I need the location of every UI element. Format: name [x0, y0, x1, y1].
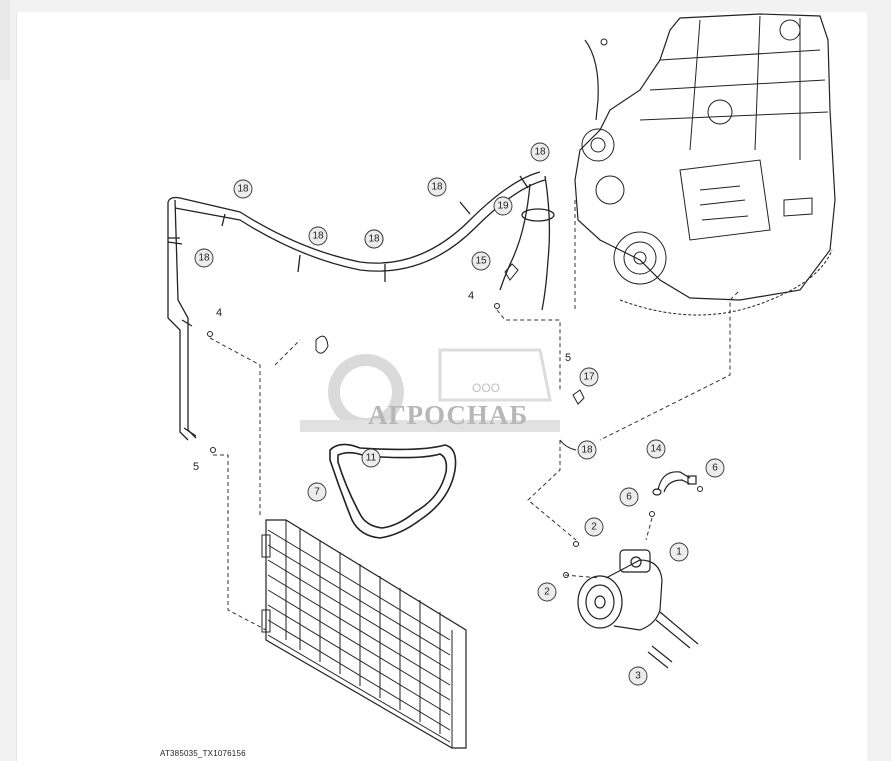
callout-7: 7	[307, 482, 327, 502]
condenser	[261, 519, 467, 749]
hose-assembly	[167, 171, 555, 441]
callout-number: 18	[431, 182, 443, 193]
callout-18: 18	[308, 226, 328, 246]
callout-15: 15	[471, 251, 491, 271]
engine-drawing	[574, 13, 836, 316]
callout-3: 3	[628, 666, 648, 686]
callout-number: 11	[366, 453, 377, 464]
callout-18: 18	[233, 179, 253, 199]
watermark-brand-text: АГРОСНАБ	[368, 400, 528, 430]
callout-14: 14	[646, 439, 666, 459]
plain-label-5: 5	[193, 461, 199, 473]
callout-number: 15	[475, 256, 487, 267]
plain-label-4: 4	[468, 290, 474, 302]
callout-number: 18	[368, 234, 380, 245]
callout-number: 17	[583, 372, 595, 383]
callout-1: 1	[669, 542, 689, 562]
callout-18: 18	[194, 248, 214, 268]
plain-labels: 4 4 5 5	[193, 290, 571, 473]
hose-fitting-14	[652, 471, 697, 496]
callout-17: 17	[579, 367, 599, 387]
callout-number: 18	[237, 184, 249, 195]
callout-number: 18	[534, 147, 546, 158]
callout-6: 6	[705, 458, 725, 478]
watermark-small-text: ООО	[472, 381, 500, 395]
callout-18: 18	[530, 142, 550, 162]
compressor	[577, 549, 699, 669]
callout-number: 14	[650, 444, 662, 455]
callouts: 181818181818181915171811714662213	[194, 142, 725, 686]
callout-number: 18	[581, 445, 593, 456]
callout-2: 2	[537, 582, 557, 602]
callout-number: 6	[712, 463, 718, 474]
callout-number: 2	[544, 587, 550, 598]
callout-6: 6	[619, 487, 639, 507]
plain-label-4: 4	[216, 307, 222, 319]
callout-number: 19	[497, 201, 509, 212]
callout-number: 2	[591, 522, 597, 533]
plain-label-5: 5	[565, 352, 571, 364]
callout-2: 2	[584, 517, 604, 537]
drive-belt	[329, 443, 457, 539]
callout-18: 18	[577, 440, 597, 460]
callout-18: 18	[364, 229, 384, 249]
callout-19: 19	[493, 196, 513, 216]
sidebar-strip	[0, 0, 10, 80]
callout-number: 1	[676, 547, 682, 558]
callout-number: 18	[312, 231, 324, 242]
callout-number: 18	[198, 253, 210, 264]
image-code: AT385035_TX1076156	[160, 749, 246, 758]
callout-number: 3	[635, 671, 641, 682]
leader-lines	[209, 200, 739, 631]
callout-11: 11	[361, 448, 381, 468]
callout-number: 7	[314, 487, 320, 498]
callout-number: 6	[626, 492, 632, 503]
callout-18: 18	[427, 177, 447, 197]
watermark: ООО АГРОСНАБ	[300, 348, 560, 432]
